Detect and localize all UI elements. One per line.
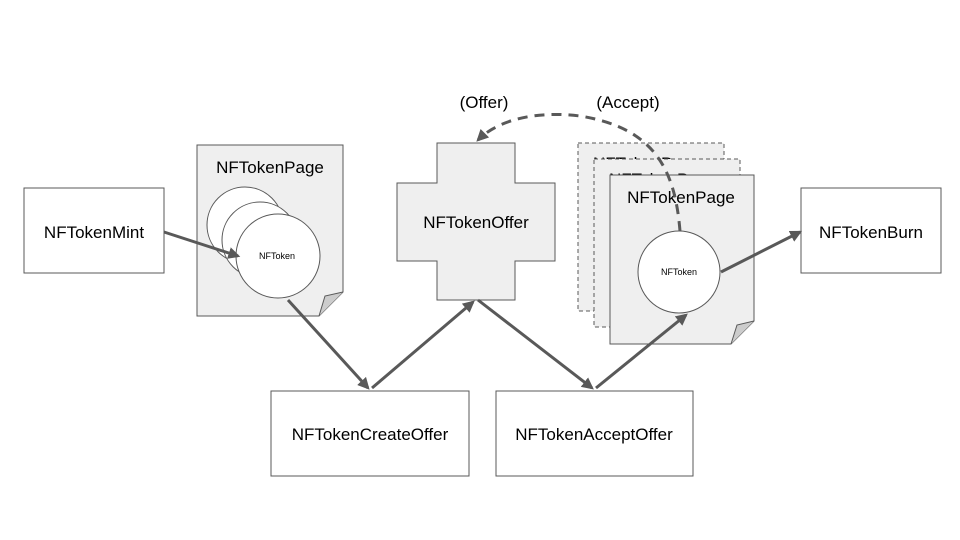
arrow-dashed-token-to-offer (476, 112, 682, 232)
mint-node: NFTokenMint (23, 187, 165, 274)
token-page-stack-right: NFTokenPage NFTokenPage NFTokenPage NFTo… (577, 142, 755, 345)
arrow-mint-to-token (163, 230, 241, 259)
arrow-create-offer-to-offer (371, 300, 475, 390)
token-right-label: NFToken (661, 267, 697, 277)
token-offer-node: NFTokenOffer (396, 142, 556, 301)
accept-offer-label: NFTokenAcceptOffer (515, 425, 673, 444)
burn-node: NFTokenBurn (800, 187, 942, 274)
page-fold-right (730, 320, 755, 345)
offer-curve-label: (Offer) (460, 93, 509, 112)
arrow-accept-offer-to-token (595, 313, 688, 390)
token-offer-label: NFTokenOffer (423, 213, 529, 232)
token-page-left-label: NFTokenPage (216, 158, 324, 177)
arrow-offer-to-accept-offer (477, 298, 594, 390)
accept-offer-node: NFTokenAcceptOffer (495, 390, 694, 477)
token-left-label: NFToken (259, 251, 295, 261)
arrow-page-to-create-offer (286, 298, 370, 390)
token-page-back-1-label: NFTokenPage (609, 170, 717, 189)
burn-label: NFTokenBurn (819, 223, 923, 242)
create-offer-label: NFTokenCreateOffer (292, 425, 449, 444)
create-offer-node: NFTokenCreateOffer (270, 390, 470, 477)
accept-curve-label: (Accept) (596, 93, 659, 112)
arrow-token-to-burn (720, 230, 803, 274)
token-page-right-label: NFTokenPage (627, 188, 735, 207)
mint-label: NFTokenMint (44, 223, 144, 242)
page-fold-left (318, 291, 344, 317)
token-page-left: NFTokenPage NFToken (196, 144, 344, 317)
